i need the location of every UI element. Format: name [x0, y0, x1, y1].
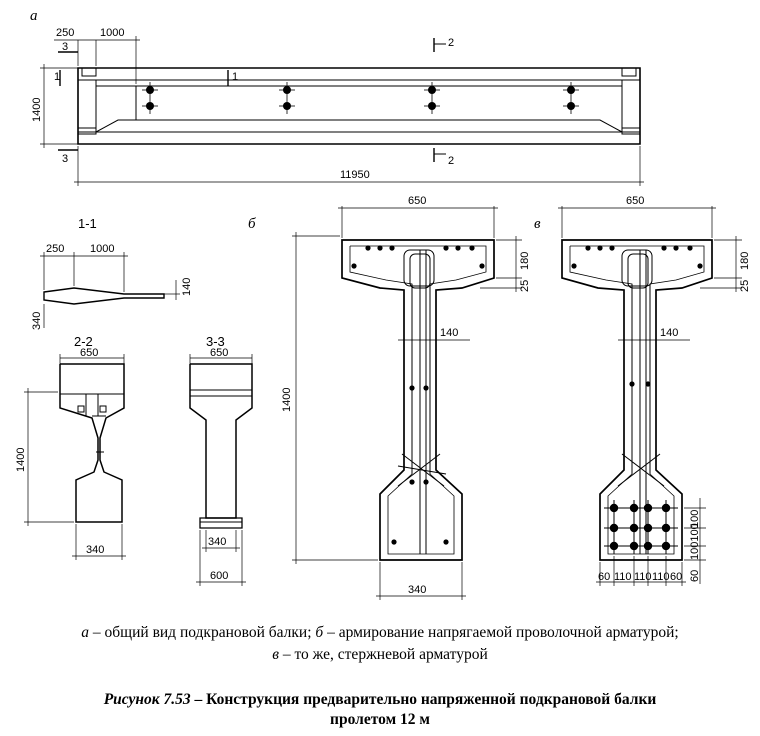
figure-title: Рисунок 7.53 – Конструкция предварительн… — [0, 690, 760, 730]
legend-letter-v: в — [272, 646, 279, 663]
cut-mark-3-top: 3 — [62, 41, 68, 53]
figure-title-line-1: Рисунок 7.53 – Конструкция предварительн… — [0, 690, 760, 710]
dim-v-60-left: 60 — [598, 571, 610, 583]
legend-letter-b: б — [315, 624, 324, 641]
dim-b-650: 650 — [408, 195, 426, 207]
dim-v-60-bottom: 60 — [670, 571, 682, 583]
dim-v-60-right: 60 — [689, 570, 701, 582]
legend-text-a: – общий вид подкрановой балки; — [89, 624, 316, 641]
dim-v-180: 180 — [739, 252, 751, 270]
cut-mark-2-bottom: 2 — [448, 155, 454, 167]
dim-a-1400: 1400 — [31, 98, 43, 122]
dim-2-2-1400: 1400 — [15, 448, 27, 472]
dim-2-2-340: 340 — [86, 544, 104, 556]
legend-line-1: а – общий вид подкрановой балки; б – арм… — [0, 622, 760, 644]
label-section-2-2: 2-2 — [74, 334, 93, 349]
cut-mark-1-left: 1 — [54, 71, 60, 83]
label-section-1-1: 1-1 — [78, 216, 97, 231]
section-3-3 — [190, 354, 252, 586]
dim-v-140: 140 — [660, 327, 678, 339]
dim-v-110-c: 110 — [652, 571, 670, 583]
label-view-b: б — [248, 216, 256, 232]
dim-a-1000: 1000 — [100, 27, 124, 39]
dim-b-1400: 1400 — [281, 388, 293, 412]
figure-title-line-2: пролетом 12 м — [330, 711, 430, 728]
dim-v-650: 650 — [626, 195, 644, 207]
view-a-elevation — [40, 36, 644, 186]
dim-1-1-340: 340 — [31, 312, 43, 330]
beam-drawing: а б в 1-1 2-2 3-3 3 3 1 1 2 2 250 1000 1… — [15, 8, 751, 600]
figure-legend: а – общий вид подкрановой балки; б – арм… — [0, 622, 760, 666]
legend-text-v: – то же, стержневой арматурой — [278, 646, 488, 663]
dim-a-11950: 11950 — [340, 169, 370, 181]
dim-v-100-top: 100 — [689, 510, 701, 528]
view-a-bolts — [146, 86, 575, 110]
dim-b-25: 25 — [519, 280, 531, 292]
dim-1-1-250: 250 — [46, 243, 64, 255]
cut-mark-1-right: 1 — [232, 71, 238, 83]
cut-mark-3-bottom: 3 — [62, 153, 68, 165]
figure-label: Рисунок 7.53 — [103, 691, 191, 708]
dim-b-180: 180 — [519, 252, 531, 270]
section-2-2 — [24, 354, 126, 560]
dim-v-25: 25 — [739, 280, 751, 292]
figure-title-text: – Конструкция предварительно напряженной… — [190, 691, 657, 708]
view-b-wires — [351, 245, 485, 545]
cut-mark-2-top: 2 — [448, 37, 454, 49]
dim-a-250: 250 — [56, 27, 74, 39]
dim-3-3-650: 650 — [210, 347, 228, 359]
section-1-1 — [40, 252, 180, 328]
dim-1-1-1000: 1000 — [90, 243, 114, 255]
dim-1-1-140: 140 — [181, 278, 193, 296]
dim-2-2-650: 650 — [80, 347, 98, 359]
dim-v-110-b: 110 — [634, 571, 652, 583]
dim-v-100100: 100100 — [689, 523, 701, 560]
dim-3-3-600: 600 — [210, 570, 228, 582]
legend-text-b: – армирование напрягаемой проволочной ар… — [323, 624, 679, 641]
dim-b-340: 340 — [408, 584, 426, 596]
label-section-3-3: 3-3 — [206, 334, 225, 349]
label-view-a: а — [30, 8, 38, 24]
dim-b-140: 140 — [440, 327, 458, 339]
label-view-v: в — [534, 216, 541, 232]
dim-3-3-340: 340 — [208, 536, 226, 548]
legend-letter-a: а — [81, 624, 90, 641]
view-b-section — [292, 206, 522, 600]
legend-line-2: в – то же, стержневой арматурой — [0, 644, 760, 666]
view-v-bars — [571, 245, 703, 551]
dim-v-110-a: 110 — [614, 571, 632, 583]
